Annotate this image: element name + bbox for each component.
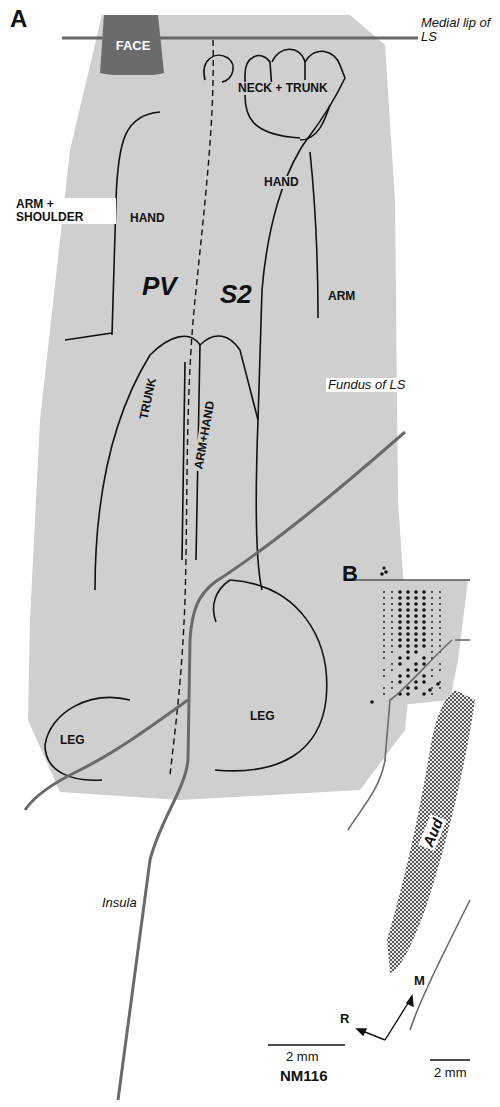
body-part-label: HAND [128,212,167,225]
body-part-label: NECK + TRUNK [236,82,330,95]
body-part-label: LEG [248,710,277,723]
body-part-label: LEG [58,734,87,747]
body-part-label: ARM + SHOULDER [14,198,116,224]
landmark-label: Medial lip of LS [419,16,497,45]
orientation-letter: M [412,974,427,988]
scale-bar-label: 2 mm [432,1066,469,1080]
scale-bar-label: 2 mm [284,1050,321,1064]
auditory-region: Aud [385,690,480,975]
body-part-label: HAND [262,176,301,189]
area-name: PV [140,272,179,301]
panel-letter: B [340,562,360,586]
landmark-label: Fundus of LS [326,378,407,392]
body-part-label: ARM [326,290,357,303]
region-name: FACE [114,38,153,53]
face-region: FACE [100,15,166,75]
orientation-letter: R [338,1012,351,1026]
panel-letter: A [8,6,29,32]
region-name: Aud [418,814,446,851]
area-name: S2 [218,280,254,309]
landmark-label: Insula [100,896,139,910]
case-number: NM116 [278,1068,330,1085]
